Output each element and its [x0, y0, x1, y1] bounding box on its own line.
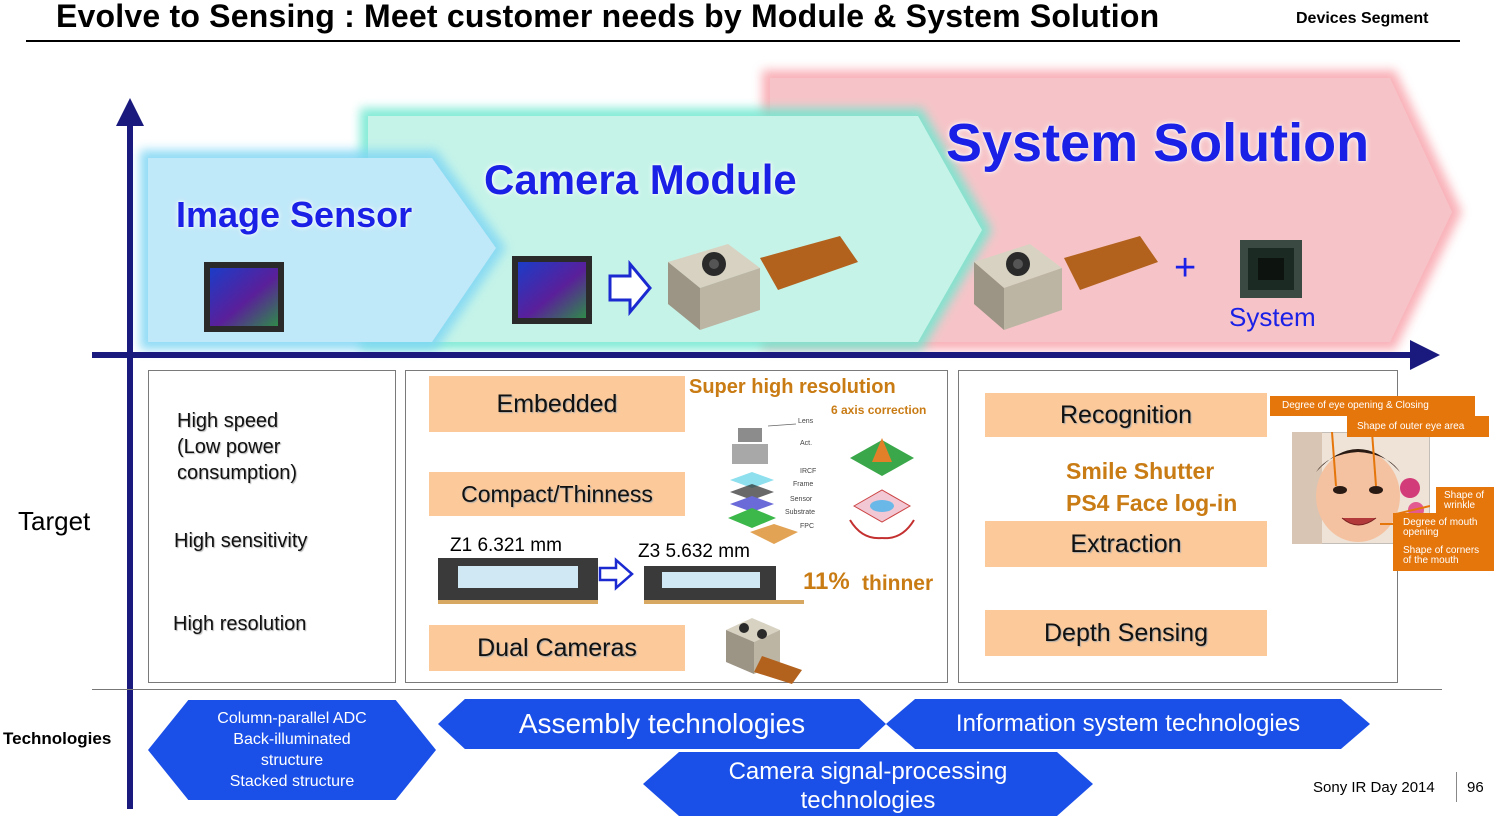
sensor-chip-icon: [512, 256, 592, 324]
target-item: (Low power: [177, 436, 281, 458]
image-sensor-label: Image Sensor: [176, 194, 413, 235]
depth-sensing-box: Depth Sensing: [985, 610, 1267, 656]
image-sensor-target-panel: [148, 370, 396, 683]
tech-line: technologies: [800, 787, 936, 814]
z1-thickness: Z1 6.321 mm: [450, 535, 562, 556]
thickness-comparison-diagram: [438, 557, 804, 604]
thinner-percent: 11%: [803, 568, 850, 595]
segment-label: Devices Segment: [1296, 10, 1429, 27]
tag-line: Degree of mouth: [1403, 517, 1478, 528]
tech-line: Camera signal-processing: [728, 758, 1008, 785]
six-axis-diagram: [849, 438, 915, 540]
target-item: High speed: [177, 410, 279, 432]
page-number: 96: [1467, 779, 1484, 796]
tech-line: Stacked structure: [229, 773, 355, 790]
assembly-technologies-hexagon: Assembly technologies: [438, 699, 886, 749]
tag-line: opening: [1403, 527, 1439, 538]
tag-eye-opening: Degree of eye opening & Closing: [1270, 396, 1475, 416]
system-chip-icon: [1240, 240, 1302, 298]
dual-camera-icon: [726, 618, 802, 684]
information-technologies-hexagon: Information system technologies: [886, 699, 1370, 749]
embedded-box: Embedded: [429, 376, 685, 432]
ps4-face-login-label: PS4 Face log-in: [1066, 490, 1238, 516]
tag-line: Shape of corners: [1403, 545, 1480, 556]
part-label: IRCF: [800, 468, 817, 475]
tech-line: Column-parallel ADC: [217, 710, 367, 727]
tag-line: of the mouth: [1403, 555, 1459, 566]
footer-source: Sony IR Day 2014: [1313, 779, 1435, 796]
tag-mouth-opening: Degree of mouth opening: [1393, 513, 1494, 541]
technologies-rule: [92, 689, 1442, 690]
tag-line: Shape of: [1444, 490, 1485, 501]
technologies-row-label: Technologies: [3, 729, 112, 748]
signal-processing-technologies-hexagon: Camera signal-processing technologies: [643, 752, 1093, 816]
tech-line: structure: [260, 752, 324, 769]
sensor-technologies-hexagon: Column-parallel ADC Back-illuminated str…: [148, 700, 436, 800]
part-label: Sensor: [790, 496, 813, 503]
axis-arrow-up-icon: [116, 98, 144, 126]
extraction-box: Extraction: [985, 521, 1267, 567]
plus-sign: +: [1174, 247, 1196, 289]
tag-wrinkle: Shape of wrinkle: [1436, 487, 1494, 513]
footer-divider: [1456, 772, 1457, 802]
target-item: High resolution: [173, 613, 307, 635]
dual-cameras-box: Dual Cameras: [429, 625, 685, 671]
tag-mouth-corners: Shape of corners of the mouth: [1393, 541, 1494, 571]
part-label: Lens: [798, 418, 814, 425]
target-item: High sensitivity: [174, 530, 308, 552]
part-label: Act.: [800, 440, 813, 447]
thinner-label: thinner: [862, 572, 934, 595]
system-solution-label: System Solution: [946, 113, 1370, 173]
title-rule: [26, 40, 1460, 42]
sensor-chip-icon: [204, 262, 284, 332]
part-label: FPC: [800, 523, 814, 530]
tag-outer-eye: Shape of outer eye area: [1347, 416, 1489, 437]
exploded-module-diagram: [728, 423, 798, 544]
arrow-right-icon: [608, 259, 652, 317]
page-title: Evolve to Sensing : Meet customer needs …: [56, 0, 1160, 34]
tech-line: Back-illuminated: [233, 731, 351, 748]
camera-module-icon: [974, 236, 1158, 330]
system-caption: System: [1229, 302, 1316, 332]
recognition-box: Recognition: [985, 393, 1267, 437]
compact-box: Compact/Thinness: [429, 472, 685, 516]
axis-arrow-right-icon: [1410, 340, 1440, 370]
super-high-res-label: Super high resolution: [689, 376, 896, 398]
axis-correction-label: 6 axis correction: [831, 403, 927, 417]
target-row-label: Target: [18, 506, 91, 536]
tag-line: wrinkle: [1444, 500, 1476, 511]
camera-module-label: Camera Module: [484, 156, 797, 203]
face-photo: [1292, 432, 1430, 544]
z3-thickness: Z3 5.632 mm: [638, 541, 750, 562]
camera-module-icon: [668, 236, 858, 330]
smile-shutter-label: Smile Shutter: [1066, 458, 1215, 484]
target-item: consumption): [177, 462, 298, 484]
part-label: Substrate: [785, 509, 815, 516]
part-label: Frame: [793, 481, 814, 488]
